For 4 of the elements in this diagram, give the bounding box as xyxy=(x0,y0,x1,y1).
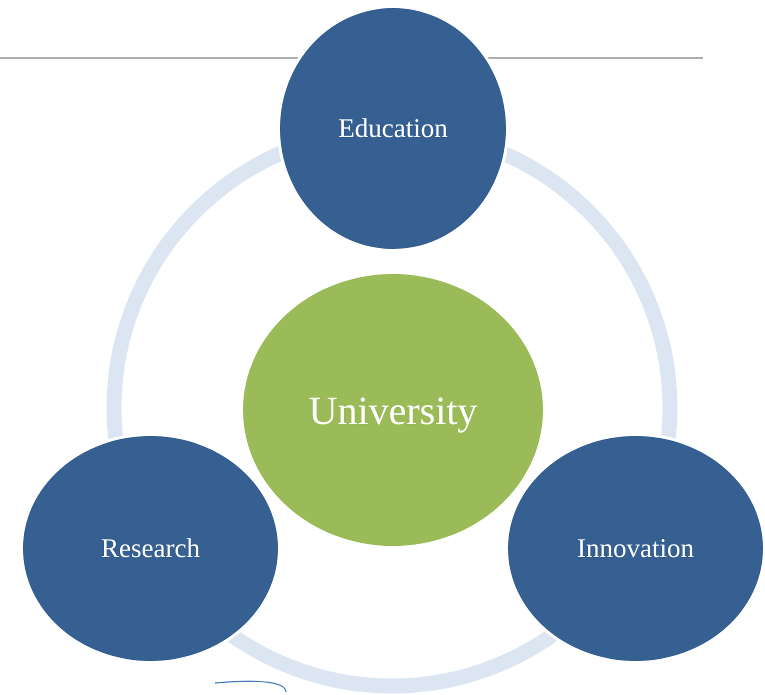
node-label: Research xyxy=(101,533,200,564)
node-label: Innovation xyxy=(577,533,694,564)
node-label: University xyxy=(308,386,478,434)
node-label: Education xyxy=(338,113,448,144)
